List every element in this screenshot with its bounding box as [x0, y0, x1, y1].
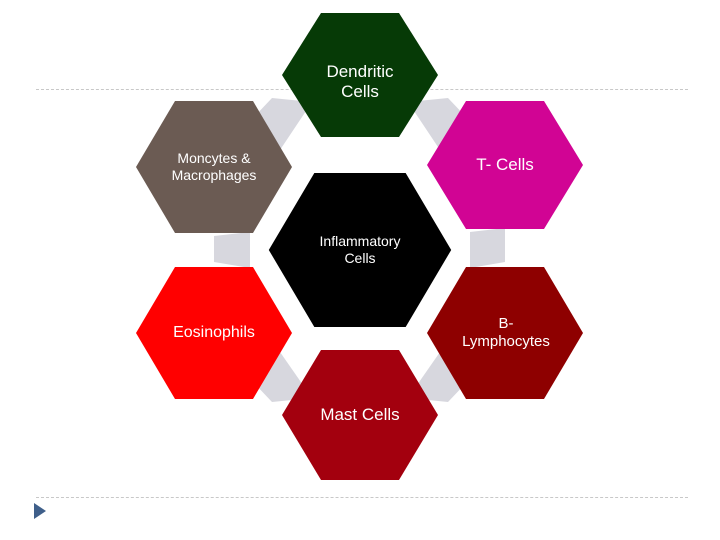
connector-wedge: [408, 98, 467, 150]
hexagon-mast: [282, 350, 438, 480]
connector-wedge: [408, 352, 467, 402]
hexagon-dendritic: [282, 13, 438, 137]
connectors: [214, 98, 505, 402]
connector-wedge: [470, 228, 505, 268]
hexagon-eosin: [136, 267, 292, 399]
hexagon-tcells: [427, 101, 583, 229]
connector-wedge: [214, 232, 250, 268]
hexagon-center: [257, 163, 463, 337]
connector-wedge: [253, 98, 312, 150]
hexagon-mono: [136, 101, 292, 233]
hexagon-blymph: [427, 267, 583, 399]
triangle-bullet-icon: [34, 503, 46, 519]
hexagons: [136, 13, 583, 480]
connector-wedge: [253, 352, 312, 402]
bottom-dashed-guide: [36, 497, 688, 498]
